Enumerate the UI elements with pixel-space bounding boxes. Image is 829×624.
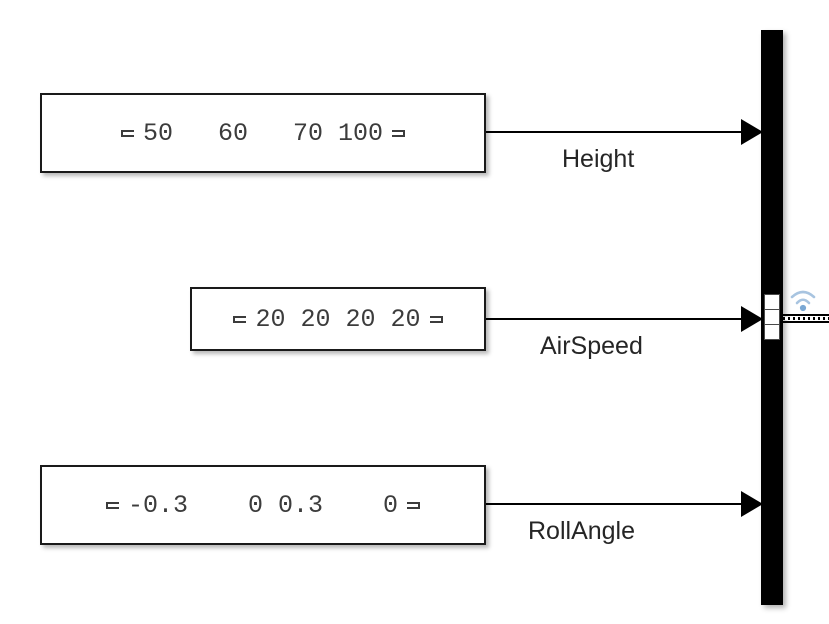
signal-line-airspeed[interactable] xyxy=(486,318,741,320)
arrow-head-rollangle-icon xyxy=(741,491,763,517)
bus-port-cell xyxy=(765,325,779,339)
bracket-close-icon xyxy=(407,501,421,509)
signal-line-height[interactable] xyxy=(486,131,741,133)
constant-block-rollangle[interactable]: -0.3 0 0.3 0 xyxy=(40,465,486,545)
bus-port-cell xyxy=(765,295,779,310)
constant-value-rollangle: -0.3 0 0.3 0 xyxy=(105,493,421,518)
bracket-close-icon xyxy=(429,315,443,323)
constant-block-height[interactable]: 50 60 70 100 xyxy=(40,93,486,173)
constant-block-airspeed[interactable]: 20 20 20 20 xyxy=(190,287,486,351)
bracket-open-icon xyxy=(105,501,119,509)
arrow-head-height-icon xyxy=(741,119,763,145)
constant-value-height: 50 60 70 100 xyxy=(120,121,406,146)
bus-output-signal-line[interactable] xyxy=(783,314,829,323)
signal-label-airspeed: AirSpeed xyxy=(540,332,643,360)
bracket-close-icon xyxy=(392,129,406,137)
wifi-icon xyxy=(789,288,819,312)
constant-value-airspeed: 20 20 20 20 xyxy=(233,307,443,332)
bus-creator-port-stack xyxy=(764,294,780,340)
bus-port-cell xyxy=(765,310,779,325)
signal-line-rollangle[interactable] xyxy=(486,503,741,505)
bracket-open-icon xyxy=(120,129,134,137)
signal-label-height: Height xyxy=(562,145,635,173)
arrow-head-airspeed-icon xyxy=(741,306,763,332)
bracket-open-icon xyxy=(233,315,247,323)
signal-label-rollangle: RollAngle xyxy=(528,517,636,545)
